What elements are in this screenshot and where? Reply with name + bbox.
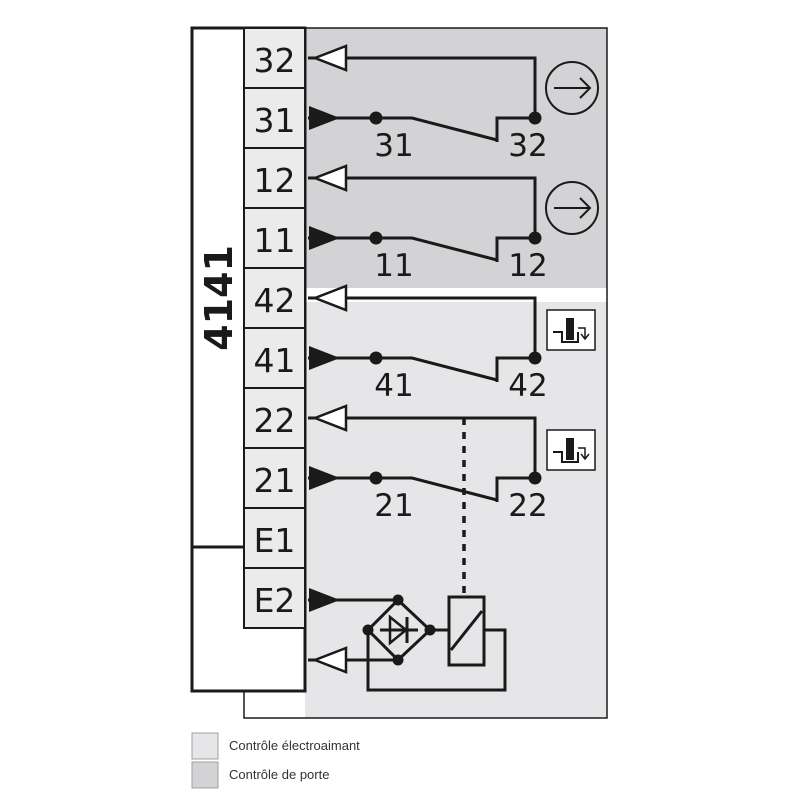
contact-dot [369, 111, 383, 125]
direct-opening-icon [545, 61, 599, 115]
contact-dot [528, 231, 542, 245]
arrow-out-22 [311, 404, 348, 432]
arrow-in-31 [309, 106, 340, 130]
contact-dot [528, 111, 542, 125]
contact-label-common: 21 [374, 488, 413, 524]
arrow-in-41 [309, 346, 340, 370]
contact-label-switched: 22 [508, 488, 547, 524]
arrow-out-e2 [311, 646, 348, 674]
contact-label-common: 11 [374, 248, 413, 284]
terminal-box-21 [243, 447, 306, 509]
contact-31-32: 31 32 [308, 44, 599, 164]
contact-label-switched: 12 [508, 248, 547, 284]
terminal-label: 41 [254, 341, 296, 380]
contact-11-12: 11 12 [308, 164, 599, 284]
arrow-out-12 [311, 164, 348, 192]
arrow-in-e1 [309, 588, 340, 612]
contact-dot [528, 351, 542, 365]
contact-label-common: 31 [374, 128, 413, 164]
terminal-label: E1 [254, 521, 296, 560]
terminal-label: E2 [254, 581, 296, 620]
coil-circuit [308, 588, 507, 692]
legend-swatch-door [191, 761, 219, 789]
terminal-box-12 [243, 147, 306, 209]
plunger-actuator-icon [546, 309, 596, 351]
contact-label-switched: 32 [508, 128, 547, 164]
arrow-in-11 [309, 226, 340, 250]
contact-41-42: 41 42 [308, 284, 596, 404]
module-label: 4141 [197, 245, 241, 351]
contact-dot [369, 351, 383, 365]
magnet-control-region [305, 302, 607, 718]
terminal-label: 22 [254, 401, 296, 440]
terminal-box-e1 [243, 507, 306, 569]
contact-dot [369, 471, 383, 485]
legend-swatch-magnet [191, 732, 219, 760]
arrow-out-42 [311, 284, 348, 312]
terminal-box-22 [243, 387, 306, 449]
direct-opening-icon [545, 181, 599, 235]
plunger-actuator-icon [546, 429, 596, 471]
terminal-label: 12 [254, 161, 296, 200]
contact-label-common: 41 [374, 368, 413, 404]
contact-dot [528, 471, 542, 485]
terminal-box-e2 [243, 567, 306, 629]
contact-circuits: 31 32 11 12 41 42 21 22 [308, 44, 599, 524]
terminal-label: 21 [254, 461, 296, 500]
legend-label-door: Contrôle de porte [229, 767, 329, 782]
arrow-out-32 [311, 44, 348, 72]
terminal-box-32 [243, 27, 306, 89]
contact-label-switched: 42 [508, 368, 547, 404]
terminal-label: 31 [254, 101, 296, 140]
contact-dot [369, 231, 383, 245]
terminal-label: 11 [254, 221, 296, 260]
legend-label-magnet: Contrôle électroaimant [229, 738, 360, 753]
arrow-in-21 [309, 466, 340, 490]
terminal-label: 32 [254, 41, 296, 80]
door-control-region [305, 28, 607, 288]
terminal-label: 42 [254, 281, 296, 320]
terminal-box-42 [243, 267, 306, 329]
legend: Contrôle électroaimant Contrôle de porte [191, 732, 360, 789]
contact-21-22: 21 22 [308, 404, 596, 524]
